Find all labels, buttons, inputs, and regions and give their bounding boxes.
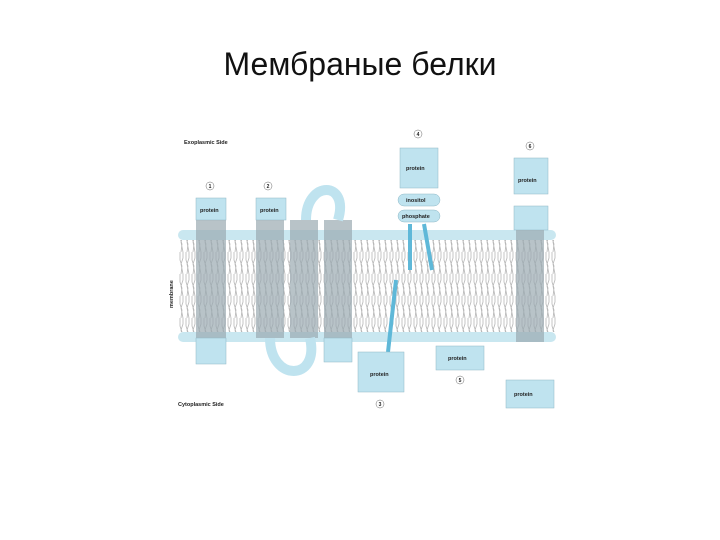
protein-1: 1 protein (195, 181, 227, 365)
number-2-circle (263, 181, 273, 191)
protein-6-top-label: protein (518, 178, 537, 184)
exoplasmic-side-label: Exoplasmic Side (184, 140, 228, 146)
cytoplasmic-side-label: Cytoplasmic Side (178, 402, 224, 408)
protein-3: protein 3 (357, 279, 405, 409)
diagram-canvas: Exoplasmic Side Cytoplasmic Side membran… (169, 129, 556, 409)
protein-6-helix (516, 230, 544, 342)
number-4: 4 (417, 132, 420, 138)
protein-6: 6 protein protein (505, 141, 555, 409)
inositol-group (397, 193, 441, 207)
protein-3-domain (357, 351, 405, 393)
inner-lipid-tails (178, 284, 556, 332)
lipid-bilayer (178, 230, 556, 342)
protein-4: 4 protein inositol phosphate (397, 129, 441, 271)
protein-6-bottom-label: protein (514, 392, 533, 398)
protein-5: protein 5 (435, 345, 485, 385)
protein-2-end (323, 337, 353, 363)
gpi-anchor-tail-b (422, 223, 434, 271)
protein-6-bottom-domain (505, 379, 555, 409)
outer-lipid-tails (178, 240, 556, 284)
slide-title: Мембраные белки (223, 46, 497, 82)
number-6: 6 (529, 144, 532, 150)
number-1-circle (205, 181, 215, 191)
protein-5-label: protein (448, 356, 467, 362)
outer-head-groups (178, 230, 556, 240)
number-3-circle (375, 399, 385, 409)
protein-3-anchor (386, 279, 398, 353)
protein-4-domain (399, 147, 439, 189)
inositol-label: inositol (406, 198, 426, 204)
protein-2-loop-bottom (265, 336, 317, 376)
number-5: 5 (459, 378, 462, 384)
phosphate-label: phosphate (402, 214, 430, 220)
protein-4-label: protein (406, 166, 425, 172)
inner-head-groups (178, 332, 556, 342)
protein-1-label: protein (200, 208, 219, 214)
protein-2-loop-top (301, 185, 345, 222)
protein-3-label: protein (370, 372, 389, 378)
phosphate-group (397, 209, 441, 223)
number-1: 1 (209, 184, 212, 190)
protein-2-label: protein (260, 208, 279, 214)
protein-1-helix (196, 220, 226, 338)
membrane-label: membrane (169, 280, 175, 308)
membrane-protein-diagram: Exoplasmic Side Cytoplasmic Side membran… (160, 120, 560, 420)
number-5-circle (455, 375, 465, 385)
number-4-circle (413, 129, 423, 139)
protein-2-helix-b (290, 220, 318, 338)
number-6-circle (525, 141, 535, 151)
protein-2: 2 protein (255, 181, 353, 376)
protein-6-top-domain (513, 157, 549, 195)
protein-1-tail (195, 337, 227, 365)
protein-2-helix-c (324, 220, 352, 338)
protein-2-helix-a (256, 220, 284, 338)
protein-5-domain (435, 345, 485, 371)
protein-6-mid-domain (513, 205, 549, 231)
number-2: 2 (267, 184, 270, 190)
number-3: 3 (379, 402, 382, 408)
